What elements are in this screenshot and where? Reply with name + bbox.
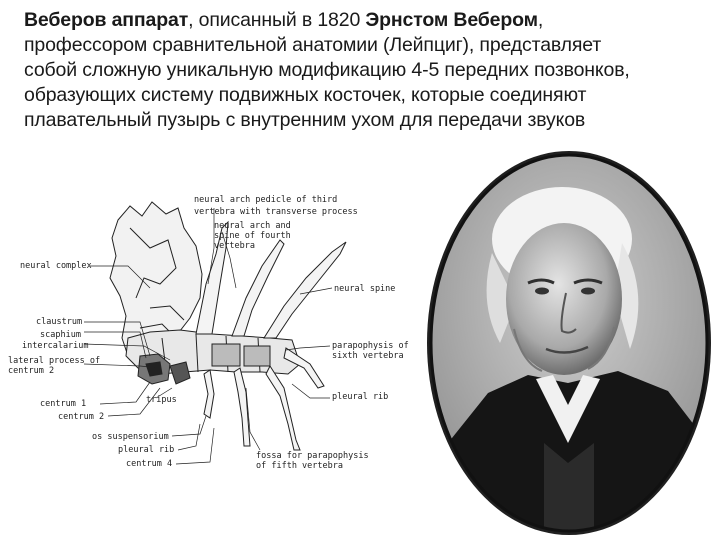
label-scaphium: scaphium: [40, 330, 81, 340]
label-fifth-vertebra: of fifth vertebra: [256, 461, 343, 471]
description-line-1: Веберов аппарат, описанный в 1820 Эрнсто…: [24, 8, 714, 33]
label-neural-arch-third: neural arch pedicle of third: [194, 195, 337, 205]
label-vertebra: vertebra: [214, 241, 255, 251]
label-fossa-parapophysis: fossa for parapophysis: [256, 451, 369, 461]
label-intercalarium: intercalarium: [22, 341, 89, 351]
description-line-3: собой сложную уникальную модификацию 4-5…: [24, 58, 714, 83]
label-pleural-rib-right: pleural rib: [332, 392, 388, 402]
description-line-5: плавательный пузырь с внутренним ухом дл…: [24, 108, 714, 133]
label-centrum-4: centrum 4: [126, 459, 172, 469]
label-sixth-vertebra: sixth vertebra: [332, 351, 404, 361]
label-neural-complex: neural complex: [20, 261, 92, 271]
label-os-suspensorium: os suspensorium: [92, 432, 169, 442]
label-lateral-process: lateral process of: [8, 356, 100, 366]
weber-apparatus-term: Веберов аппарат: [24, 9, 188, 31]
description-paragraph: Веберов аппарат, описанный в 1820 Эрнсто…: [24, 8, 714, 133]
label-centrum-2-lateral: centrum 2: [8, 366, 54, 376]
ernst-weber-portrait-icon: [418, 143, 720, 540]
weberian-apparatus-diagram: neural arch pedicle of third vertebra wi…: [0, 188, 420, 488]
description-line-2: профессором сравнительной анатомии (Лейп…: [24, 33, 714, 58]
label-neural-arch-and: neural arch and: [214, 221, 291, 231]
label-pleural-rib: pleural rib: [118, 445, 174, 455]
label-neural-spine: neural spine: [334, 284, 395, 294]
ernst-weber-name: Эрнстом Вебером: [365, 9, 538, 31]
label-centrum-1: centrum 1: [40, 399, 86, 409]
label-spine-of-fourth: spine of fourth: [214, 231, 291, 241]
label-tripus: tripus: [146, 395, 177, 405]
label-claustrum: claustrum: [36, 317, 82, 327]
label-parapophysis: parapophysis of: [332, 341, 409, 351]
description-line-4: образующих систему подвижных косточек, к…: [24, 83, 714, 108]
label-centrum-2: centrum 2: [58, 412, 104, 422]
label-vertebra-transverse: vertebra with transverse process: [194, 207, 358, 217]
portrait-frame: [418, 143, 720, 540]
